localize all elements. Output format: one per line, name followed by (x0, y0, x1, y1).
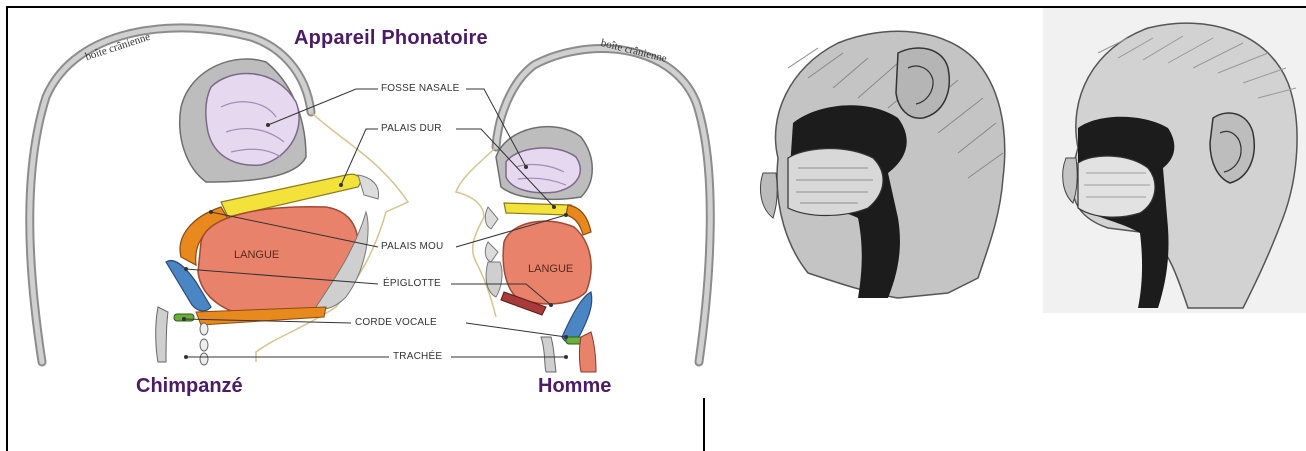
tongue-label-right: LANGUE (528, 263, 573, 275)
human-head-engraving (1043, 8, 1306, 313)
diagram-illustration (6, 7, 718, 400)
tongue-label-left: LANGUE (234, 249, 279, 261)
label-trachee: TRACHÉE (391, 351, 444, 362)
divider-line (703, 398, 705, 451)
label-palais-mou: PALAIS MOU (379, 241, 445, 252)
engraving-illustration (748, 8, 1306, 318)
human-anatomy (456, 49, 710, 372)
chimp-head-engraving (760, 31, 1004, 298)
label-fosse-nasale: FOSSE NASALE (379, 83, 462, 94)
sagittal-head-illustrations (748, 8, 1306, 318)
phonatory-apparatus-diagram: Appareil Phonatoire Chimpanzé Homme boît… (6, 7, 718, 400)
diagram-title: Appareil Phonatoire (294, 27, 488, 50)
label-corde-vocale: CORDE VOCALE (353, 317, 439, 328)
human-caption: Homme (538, 375, 611, 398)
chimpanzee-caption: Chimpanzé (136, 375, 243, 398)
label-epiglotte: ÉPIGLOTTE (381, 278, 443, 289)
label-palais-dur: PALAIS DUR (379, 123, 444, 134)
chimp-anatomy (30, 28, 408, 365)
